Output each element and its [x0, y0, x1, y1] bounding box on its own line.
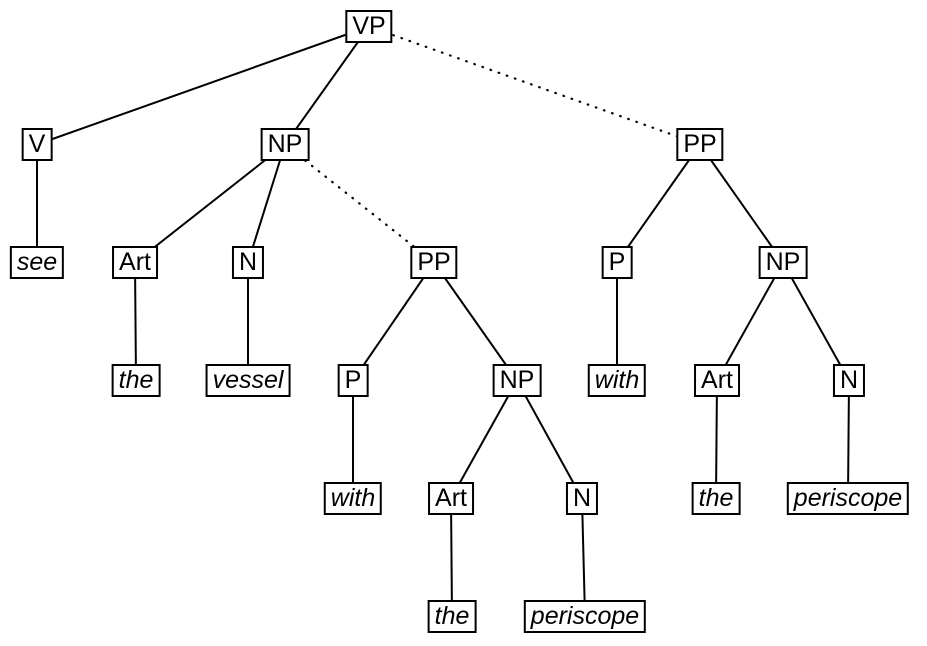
tree-edge-pp1-p1	[352, 261, 435, 382]
tree-node-pp1: PP	[410, 246, 458, 279]
tree-node-vessel: vessel	[205, 364, 291, 397]
tree-node-with1: with	[323, 482, 383, 515]
tree-node-the2: the	[691, 482, 741, 515]
tree-edge-pp2-np2	[699, 143, 784, 264]
tree-node-the3: the	[427, 600, 477, 633]
tree-node-art1: Art	[112, 246, 158, 279]
tree-edge-np1-n1	[247, 144, 286, 263]
tree-edge-np1-pp1	[283, 143, 436, 264]
tree-edge-np3-n3	[516, 380, 583, 499]
tree-edge-n3-peri1	[581, 498, 586, 617]
tree-node-art3: Art	[428, 482, 474, 515]
tree-node-art2: Art	[694, 364, 740, 397]
tree-node-pp2: PP	[676, 128, 724, 161]
tree-edge-np2-n2	[782, 262, 850, 381]
tree-edge-pp2-p2	[616, 143, 701, 264]
tree-edge-np2-art2	[716, 262, 784, 381]
tree-node-p1: P	[337, 364, 369, 397]
tree-node-vp: VP	[345, 10, 393, 43]
tree-node-n2: N	[832, 364, 866, 397]
tree-edge-np1-art1	[134, 143, 286, 264]
tree-edge-art2-the2	[715, 380, 718, 499]
tree-node-p2: P	[601, 246, 633, 279]
tree-node-n1: N	[231, 246, 265, 279]
tree-edge-art3-the3	[450, 498, 453, 617]
tree-node-the1: the	[111, 364, 161, 397]
tree-node-n3: N	[565, 482, 599, 515]
tree-node-v: V	[21, 128, 53, 161]
tree-edge-n2-peri2	[847, 380, 850, 499]
tree-node-see: see	[9, 246, 65, 279]
tree-node-np3: NP	[492, 364, 542, 397]
tree-edge-art1-the1	[134, 262, 137, 381]
tree-node-peri2: periscope	[786, 482, 910, 515]
tree-edge-vp-np1	[284, 25, 370, 146]
tree-node-with2: with	[587, 364, 647, 397]
tree-edge-np3-art3	[450, 380, 518, 499]
tree-node-np2: NP	[758, 246, 808, 279]
tree-edge-vp-pp2	[367, 25, 702, 146]
tree-edge-pp1-np3	[433, 261, 518, 382]
tree-node-peri1: periscope	[523, 600, 647, 633]
tree-edge-vp-v	[36, 25, 370, 146]
tree-node-np1: NP	[260, 128, 310, 161]
